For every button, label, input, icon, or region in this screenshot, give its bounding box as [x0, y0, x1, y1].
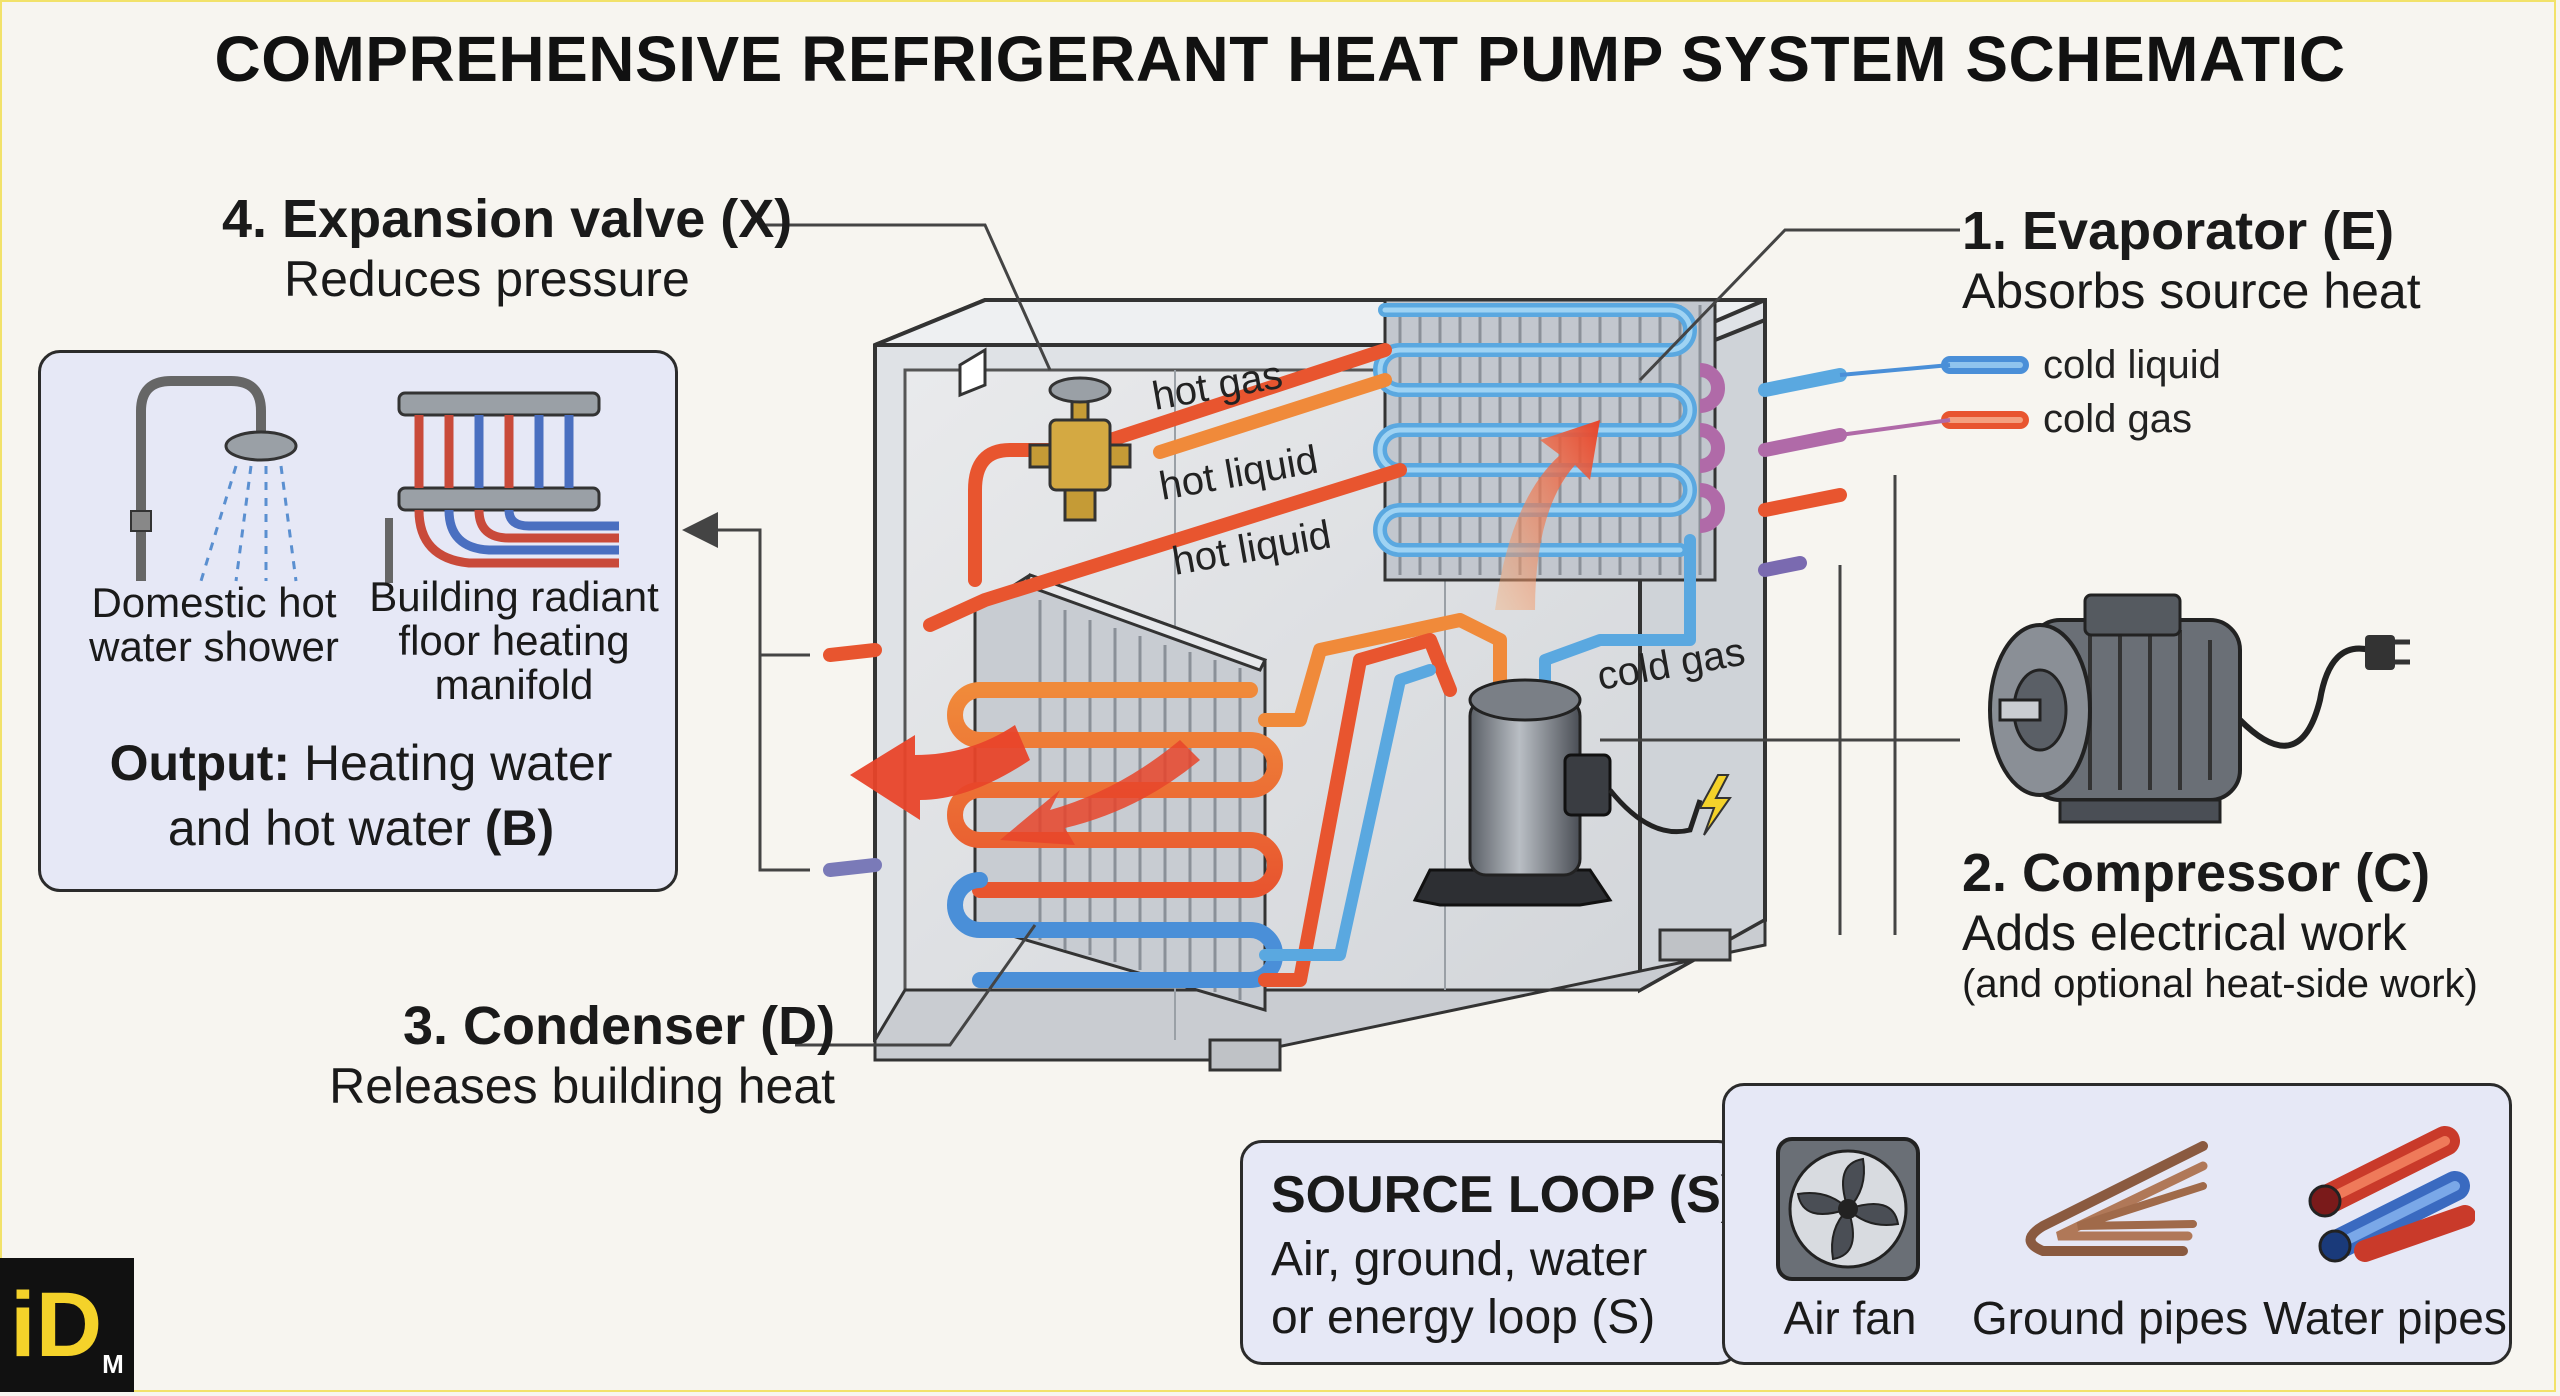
leader-lines — [682, 223, 1960, 1047]
ground-pipes-icon — [2025, 1141, 2208, 1256]
evaporator-desc: Absorbs source heat — [1962, 263, 2421, 319]
evaporator-label: 1. Evaporator (E) Absorbs source heat — [1962, 200, 2421, 320]
motor-icon — [1988, 593, 2410, 824]
manifold-caption: Building radiant floor heating manifold — [359, 573, 669, 709]
manifold-caption-line3: manifold — [434, 661, 594, 709]
condenser-name: 3. Condenser (D) — [403, 996, 836, 1056]
water-pipes-icon — [2308, 1126, 2475, 1263]
brand-logo-text: iD — [10, 1273, 103, 1376]
legend-cold-liquid: cold liquid — [2043, 343, 2221, 387]
compressor-label: 2. Compressor (C) Adds electrical work (… — [1962, 842, 2478, 1007]
condenser-inner-arrow — [1000, 740, 1200, 845]
output-label: Output: — [109, 735, 291, 791]
expansion-valve-label: 4. Expansion valve (X) Reduces pressure — [222, 188, 792, 308]
expansion-valve-desc: Reduces pressure — [284, 251, 690, 307]
brand-logo-sub: M — [102, 1349, 124, 1379]
expansion-valve-icon — [1028, 376, 1132, 522]
output-panel: Domestic hot water shower Building radia… — [38, 350, 678, 892]
compressor-name: 2. Compressor (C) — [1962, 843, 2431, 903]
output-text-line2: and hot water — [167, 800, 471, 856]
compressor-note: (and optional heat-side work) — [1962, 962, 2478, 1006]
air-fan-label: Air fan — [1783, 1292, 1917, 1344]
compressor-icon — [1412, 678, 1703, 907]
evaporator-heat-arrow — [1495, 420, 1600, 610]
source-loop-icons-panel: Air fan Ground pipes Water pipes — [1722, 1083, 2512, 1365]
lightning-icon — [1698, 774, 1732, 836]
condenser-label: 3. Condenser (D) Releases building heat — [298, 995, 835, 1115]
evaporator-name: 1. Evaporator (E) — [1962, 201, 2395, 261]
evaporator-coil — [1373, 298, 1725, 582]
compressor-desc: Adds electrical work — [1962, 905, 2407, 961]
shower-caption-line1: Domestic hot — [91, 579, 337, 626]
condenser-desc: Releases building heat — [329, 1058, 836, 1114]
refrigerant-pipes — [823, 343, 1847, 987]
page-title: COMPREHENSIVE REFRIGERANT HEAT PUMP SYST… — [214, 23, 2346, 95]
shower-caption-line2: water shower — [89, 623, 339, 671]
water-pipes-label: Water pipes — [2263, 1292, 2507, 1344]
ground-pipes-label: Ground pipes — [1971, 1292, 2249, 1344]
source-loop-line2: or energy loop (S) — [1271, 1290, 1656, 1344]
source-loop-title: SOURCE LOOP (S) — [1271, 1166, 1739, 1224]
condenser-heat-arrow — [850, 725, 1030, 820]
shower-caption: Domestic hot water shower — [59, 579, 369, 671]
source-loop-text-panel: SOURCE LOOP (S) Air, ground, water or en… — [1240, 1140, 1740, 1365]
legend-cold-gas: cold gas — [2043, 397, 2192, 441]
source-loop-desc: Air, ground, water or energy loop (S) — [1271, 1231, 1655, 1346]
fan-icon — [1776, 1137, 1920, 1281]
output-code: (B) — [484, 800, 555, 856]
manifold-caption-line1: Building radiant — [369, 573, 659, 620]
manifold-icon — [385, 391, 619, 583]
output-text-line1: Heating water — [303, 735, 613, 791]
shower-icon — [130, 376, 298, 582]
expansion-valve-name: 4. Expansion valve (X) — [222, 189, 793, 249]
source-loop-line1: Air, ground, water — [1271, 1233, 1648, 1286]
output-text: Output: Heating water and hot water (B) — [41, 731, 681, 861]
legend-swatches — [1839, 356, 2029, 437]
manifold-caption-line2: floor heating — [398, 617, 630, 665]
